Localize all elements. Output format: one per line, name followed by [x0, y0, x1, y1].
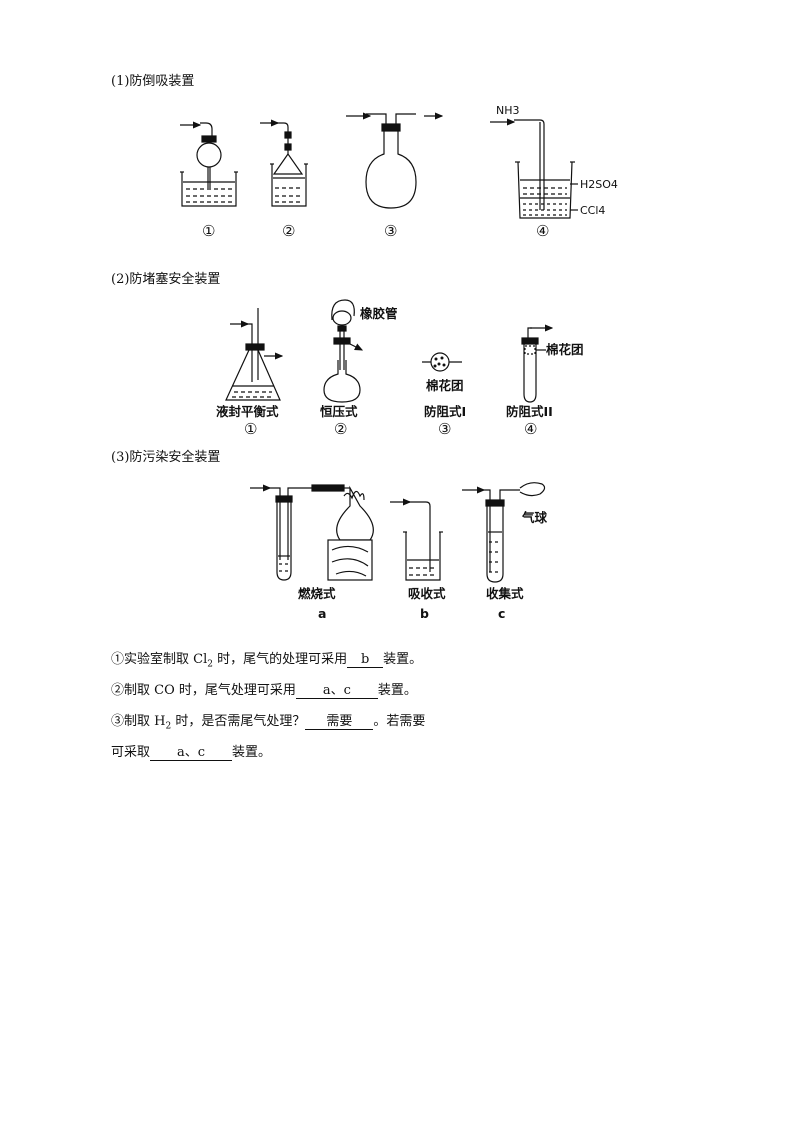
name-liquid-seal: 液封平衡式: [216, 404, 279, 419]
constant-pressure-apparatus: [323, 299, 364, 403]
label-3: ③: [384, 222, 397, 240]
lower-layer-label: CCl4: [580, 204, 605, 217]
name-absorption: 吸收式: [408, 586, 446, 601]
label-2: ②: [282, 222, 295, 240]
gas-label: NH3: [496, 104, 520, 117]
name-blocking-2: 防阻式II: [506, 404, 553, 419]
blocking-type-2-apparatus: [521, 324, 554, 403]
liquid-seal-apparatus: [225, 308, 284, 401]
name-blocking-1: 防阻式I: [424, 404, 466, 419]
answer-4: a、c: [150, 741, 233, 761]
letter-a: a: [318, 606, 326, 621]
letter-b: b: [420, 606, 429, 621]
cotton-label-2: 棉花团: [546, 342, 584, 357]
anti-suckback-figure: ① ② ③: [170, 92, 640, 242]
anti-pollution-figure: 燃烧式 a 吸收式 b 气球 收集式 c: [240, 476, 580, 626]
name-constant-pressure: 恒压式: [320, 404, 358, 419]
name-combustion: 燃烧式: [298, 586, 336, 601]
absorption-apparatus: [390, 498, 443, 581]
upper-layer-label: H2SO4: [580, 178, 618, 191]
rubber-tube-label: 橡胶管: [360, 306, 398, 321]
label-4: ④: [536, 222, 549, 240]
cotton-label-1: 棉花团: [426, 378, 464, 393]
label-2-4: ④: [524, 420, 537, 438]
answer-3: 需要: [305, 710, 374, 730]
answer-2: a、c: [295, 679, 378, 699]
section-title-2: (2)防堵塞安全装置: [111, 272, 221, 287]
apparatus-1: [180, 121, 238, 207]
label-2-3: ③: [438, 420, 451, 438]
apparatus-2: [260, 119, 308, 207]
apparatus-3: [346, 112, 444, 209]
label-2-2: ②: [334, 420, 347, 438]
anti-clog-figure: 液封平衡式 ① 橡胶管 恒压式 ② 棉花团 防阻式I ③: [200, 290, 620, 440]
section-title-1: (1)防倒吸装置: [111, 74, 195, 89]
section-title-3: (3)防污染安全装置: [111, 450, 221, 465]
balloon-label: 气球: [521, 510, 548, 525]
collection-apparatus: [462, 482, 546, 583]
answer-1: b: [347, 652, 384, 668]
question-3: ③制取 H2 时，是否需尾气处理？需要。若需要: [111, 710, 425, 732]
combustion-apparatus: [250, 484, 374, 581]
letter-c: c: [498, 606, 505, 621]
name-collection: 收集式: [486, 586, 524, 601]
label-1: ①: [202, 222, 215, 240]
apparatus-4: [490, 118, 578, 219]
label-2-1: ①: [244, 420, 257, 438]
blocking-type-1-apparatus: [422, 352, 462, 372]
